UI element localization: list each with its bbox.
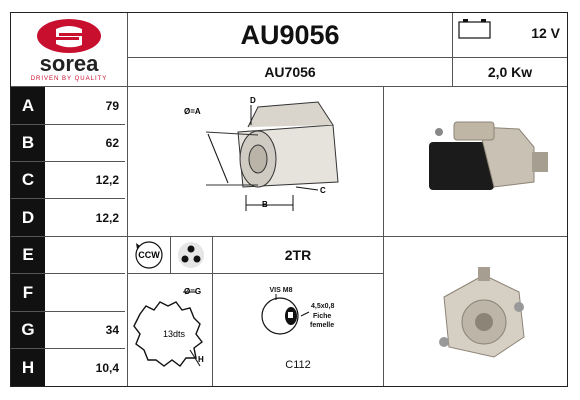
row-label-a: A bbox=[11, 87, 45, 124]
pinion-teeth: 13dts bbox=[163, 329, 186, 339]
pinion-label-h: H bbox=[198, 355, 204, 364]
row-value-a: 79 bbox=[105, 98, 119, 113]
dimension-diagram: Ø=A D B C bbox=[128, 87, 383, 236]
rotation-icon: CCW bbox=[132, 240, 166, 270]
row-label-g: G bbox=[11, 312, 45, 348]
brand-tagline: DRIVEN BY QUALITY bbox=[30, 75, 108, 82]
row-label-h: H bbox=[11, 349, 45, 386]
terminal-screw: VIS M8 bbox=[269, 286, 293, 294]
diagram-label-d: D bbox=[250, 96, 256, 105]
row-label-e: E bbox=[11, 237, 45, 273]
diagram-label-b: B bbox=[262, 200, 268, 209]
pinion-label-g: Ø=G bbox=[184, 287, 201, 296]
row-value-h: 10,4 bbox=[95, 360, 119, 375]
terminal-diagram: VIS M8 4,5x0,8 Fiche femelle C112 bbox=[213, 274, 383, 386]
datasheet-frame bbox=[10, 12, 568, 387]
teeth-type: 2TR bbox=[284, 247, 312, 263]
terminal-fiche: Fiche bbox=[313, 313, 332, 320]
rotation-label: CCW bbox=[138, 250, 160, 260]
row-value-b: 62 bbox=[105, 136, 119, 150]
alt-part-number: AU7056 bbox=[264, 64, 316, 80]
part-number: AU9056 bbox=[240, 20, 340, 50]
voltage-value: 12 V bbox=[531, 25, 560, 41]
terminal-pins-icon bbox=[174, 240, 208, 270]
starter-photo-side bbox=[384, 87, 567, 236]
row-label-d: D bbox=[11, 199, 45, 236]
power-value: 2,0 Kw bbox=[487, 64, 533, 80]
diagram-label-a: Ø=A bbox=[184, 107, 201, 116]
brand-logo: sorea DRIVEN BY QUALITY bbox=[12, 14, 126, 85]
row-label-f: F bbox=[11, 274, 45, 311]
row-value-c: 12,2 bbox=[95, 173, 119, 187]
diagram-label-c: C bbox=[320, 186, 326, 195]
row-label-c: C bbox=[11, 162, 45, 198]
starter-photo-front bbox=[384, 237, 567, 386]
row-value-g: 34 bbox=[105, 323, 119, 337]
row-value-f bbox=[45, 274, 125, 311]
terminal-femelle: femelle bbox=[310, 322, 335, 329]
row-value-d: 12,2 bbox=[95, 210, 119, 225]
battery-icon bbox=[458, 18, 492, 40]
brand-name: sorea bbox=[39, 51, 99, 76]
pinion-diagram: Ø=G 13dts H bbox=[128, 274, 212, 386]
row-label-b: B bbox=[11, 125, 45, 161]
terminal-tab: 4,5x0,8 bbox=[311, 303, 335, 310]
terminal-code: C112 bbox=[285, 359, 311, 371]
row-value-e bbox=[45, 237, 125, 273]
